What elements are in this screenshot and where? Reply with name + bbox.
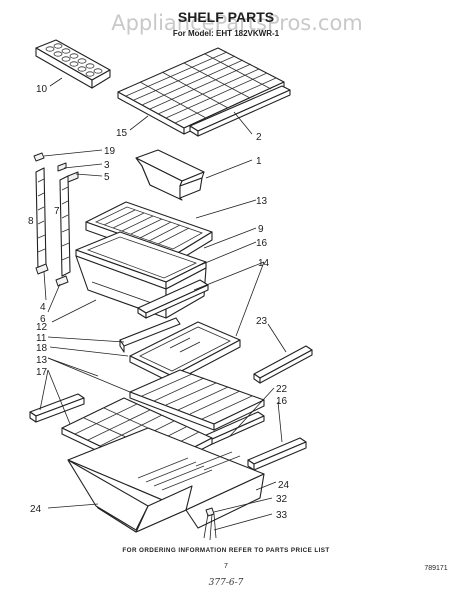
callout-33: 33 [276,510,288,521]
part-small-bin [135,149,205,201]
part-code: 789171 [424,565,447,572]
leader-lines [39,77,287,531]
watermark: AppliancePartsPros.com [111,11,363,35]
part-trim-23 [253,345,313,384]
part-shelf-ladders [33,152,79,287]
callout-11: 11 [36,333,47,344]
callout-16-lower: 16 [276,396,288,407]
callout-8: 8 [28,216,34,227]
callout-19: 19 [104,146,116,157]
part-middle-glass-shelf [119,317,241,384]
callout-13-lower: 13 [36,355,48,366]
part-lower-wire-shelf-right [129,369,265,431]
callout-numbers: 10 15 2 19 3 5 1 8 7 13 9 16 14 4 6 12 2… [28,84,290,521]
callout-32: 32 [276,494,288,505]
part-trim-17 [29,393,85,423]
part-trim-16-lower [247,437,307,471]
part-crisper-cover [75,231,207,290]
handwritten-note: 377-6-7 [209,578,244,588]
page-number: 7 [224,563,228,570]
callout-24-right: 24 [278,480,290,491]
callout-1: 1 [256,156,262,167]
part-shelf-trim [189,85,291,137]
callout-7: 7 [54,206,60,217]
callout-5: 5 [104,172,110,183]
callout-6: 6 [40,314,46,325]
callout-24-left: 24 [30,504,42,515]
callout-15: 15 [116,128,128,139]
part-egg-tray [35,39,111,89]
callout-13-upper: 13 [256,196,268,207]
part-crisper-trim [137,279,209,319]
page-title: SHELF PARTS [178,9,274,25]
callout-12: 12 [36,322,48,333]
model-line: For Model: EHT 182VKWR-1 [173,29,280,38]
callout-9: 9 [258,224,264,235]
callout-14: 14 [258,258,270,269]
callout-10: 10 [36,84,48,95]
callout-2: 2 [256,132,262,143]
callout-4: 4 [40,302,46,313]
ordering-note: FOR ORDERING INFORMATION REFER TO PARTS … [122,547,329,554]
callout-17: 17 [36,367,48,378]
callout-18: 18 [36,343,48,354]
callout-16-upper: 16 [256,238,268,249]
callout-23: 23 [256,316,268,327]
part-crisper-drawers [67,427,265,533]
callout-3: 3 [104,160,110,171]
callout-22: 22 [276,384,288,395]
part-hardware [203,507,217,541]
